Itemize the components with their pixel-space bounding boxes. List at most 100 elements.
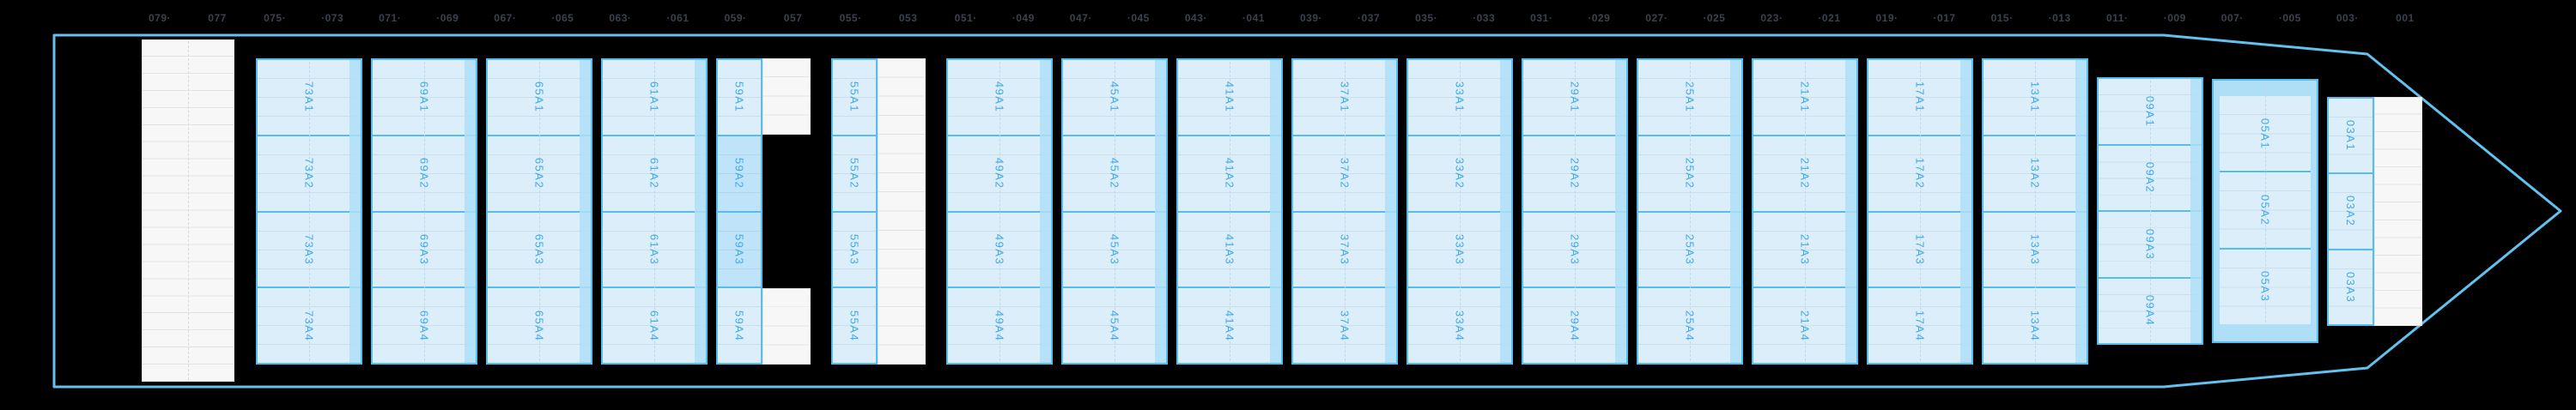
- bay-cell-55A3[interactable]: 55A3: [833, 210, 876, 287]
- bay-cell-61A4[interactable]: 61A4: [603, 286, 706, 363]
- bay-cell-37A4[interactable]: 37A4: [1293, 286, 1396, 363]
- bay-cell-69A2[interactable]: 69A2: [373, 134, 476, 211]
- bay-cell-65A1[interactable]: 65A1: [488, 60, 591, 135]
- bay-cell-33A3[interactable]: 33A3: [1408, 210, 1511, 287]
- bay-cell-05A3[interactable]: 05A3: [2220, 247, 2311, 324]
- bay-cell-41A4[interactable]: 41A4: [1178, 286, 1281, 363]
- bay-cell-73A4[interactable]: 73A4: [258, 286, 361, 363]
- frame-label-075: 075·: [264, 12, 287, 24]
- frame-label-007: 007·: [2221, 12, 2244, 24]
- bay-cell-13A4[interactable]: 13A4: [1984, 286, 2087, 363]
- bay-cell-25A4[interactable]: 25A4: [1638, 286, 1741, 363]
- bay-cell-49A1[interactable]: 49A1: [948, 60, 1051, 135]
- bay-cell-49A2[interactable]: 49A2: [948, 134, 1051, 211]
- bay-cell-69A3[interactable]: 69A3: [373, 210, 476, 287]
- bay-cell-33A2[interactable]: 33A2: [1408, 134, 1511, 211]
- bay-cell-03A1[interactable]: 03A1: [2329, 99, 2372, 173]
- bay-cell-29A1[interactable]: 29A1: [1523, 60, 1626, 135]
- bay-cell-59A1[interactable]: 59A1: [718, 60, 761, 135]
- bay-cell-59A3[interactable]: 59A3: [718, 210, 761, 287]
- bay-cell-41A2[interactable]: 41A2: [1178, 134, 1281, 211]
- bay-cell-61A2[interactable]: 61A2: [603, 134, 706, 211]
- bay-cell-61A3[interactable]: 61A3: [603, 210, 706, 287]
- bay-cell-09A4[interactable]: 09A4: [2099, 276, 2202, 343]
- bay-cell-17A1[interactable]: 17A1: [1868, 60, 1971, 135]
- bay-cell-label: 59A2: [732, 157, 746, 190]
- bay-cell-17A2[interactable]: 17A2: [1868, 134, 1971, 211]
- bay-cell-37A2[interactable]: 37A2: [1293, 134, 1396, 211]
- bay-cell-45A3[interactable]: 45A3: [1063, 210, 1166, 287]
- bay-cell-33A4[interactable]: 33A4: [1408, 286, 1511, 363]
- bay-cell-21A3[interactable]: 21A3: [1753, 210, 1856, 287]
- bay-cell-69A1[interactable]: 69A1: [373, 60, 476, 135]
- bay-cell-73A1[interactable]: 73A1: [258, 60, 361, 135]
- bay-cell-17A3[interactable]: 17A3: [1868, 210, 1971, 287]
- bay-cell-49A4[interactable]: 49A4: [948, 286, 1051, 363]
- bay-cell-49A3[interactable]: 49A3: [948, 210, 1051, 287]
- bay-cell-41A1[interactable]: 41A1: [1178, 60, 1281, 135]
- bay-cell-59A2[interactable]: 59A2: [718, 134, 761, 211]
- bay-cell-37A1[interactable]: 37A1: [1293, 60, 1396, 135]
- bay-cell-73A3[interactable]: 73A3: [258, 210, 361, 287]
- bay-cell-29A3[interactable]: 29A3: [1523, 210, 1626, 287]
- bay-cell-25A2[interactable]: 25A2: [1638, 134, 1741, 211]
- bay-cell-25A3[interactable]: 25A3: [1638, 210, 1741, 287]
- bay-cell-37A3[interactable]: 37A3: [1293, 210, 1396, 287]
- bay-cell-59A4[interactable]: 59A4: [718, 286, 761, 363]
- bay-cell-13A3[interactable]: 13A3: [1984, 210, 2087, 287]
- frame-label-005: ·005: [2278, 12, 2301, 24]
- bay-cell-09A1[interactable]: 09A1: [2099, 79, 2202, 144]
- bay-cell-29A2[interactable]: 29A2: [1523, 134, 1626, 211]
- bay-cell-17A4[interactable]: 17A4: [1868, 286, 1971, 363]
- bay-cell-65A4[interactable]: 65A4: [488, 286, 591, 363]
- bay-cell-03A2[interactable]: 03A2: [2329, 172, 2372, 249]
- bay-cell-25A1[interactable]: 25A1: [1638, 60, 1741, 135]
- bay-cell-21A4[interactable]: 21A4: [1753, 286, 1856, 363]
- bay-cell-21A2[interactable]: 21A2: [1753, 134, 1856, 211]
- bay-cell-label: 25A4: [1683, 310, 1697, 341]
- bay-cell-05A2[interactable]: 05A2: [2220, 171, 2311, 248]
- bay-cell-65A2[interactable]: 65A2: [488, 134, 591, 211]
- bay-cell-09A2[interactable]: 09A2: [2099, 143, 2202, 210]
- bay-cell-21A1[interactable]: 21A1: [1753, 60, 1856, 135]
- bay-cell-29A4[interactable]: 29A4: [1523, 286, 1626, 363]
- bay-cell-13A1[interactable]: 13A1: [1984, 60, 2087, 135]
- bay-cell-45A1[interactable]: 45A1: [1063, 60, 1166, 135]
- bay-cell-33A1[interactable]: 33A1: [1408, 60, 1511, 135]
- bay-cell-13A2[interactable]: 13A2: [1984, 134, 2087, 211]
- bay-cell-55A1[interactable]: 55A1: [833, 60, 876, 135]
- bay-cell-03A3[interactable]: 03A3: [2329, 248, 2372, 324]
- bay-cell-69A4[interactable]: 69A4: [373, 286, 476, 363]
- bay-cell-55A4[interactable]: 55A4: [833, 286, 876, 363]
- bay-cell-55A2[interactable]: 55A2: [833, 134, 876, 211]
- bay-cell-45A4[interactable]: 45A4: [1063, 286, 1166, 363]
- bay-cell-65A3[interactable]: 65A3: [488, 210, 591, 287]
- bay-cell-61A1[interactable]: 61A1: [603, 60, 706, 135]
- bay-cell-05A1[interactable]: 05A1: [2220, 96, 2311, 172]
- bay-cell-label: 09A3: [2143, 228, 2157, 260]
- bay-cell-41A3[interactable]: 41A3: [1178, 210, 1281, 287]
- bay-cell-73A2[interactable]: 73A2: [258, 134, 361, 211]
- bay-cell-45A2[interactable]: 45A2: [1063, 134, 1166, 211]
- bay-cell-09A3[interactable]: 09A3: [2099, 210, 2202, 277]
